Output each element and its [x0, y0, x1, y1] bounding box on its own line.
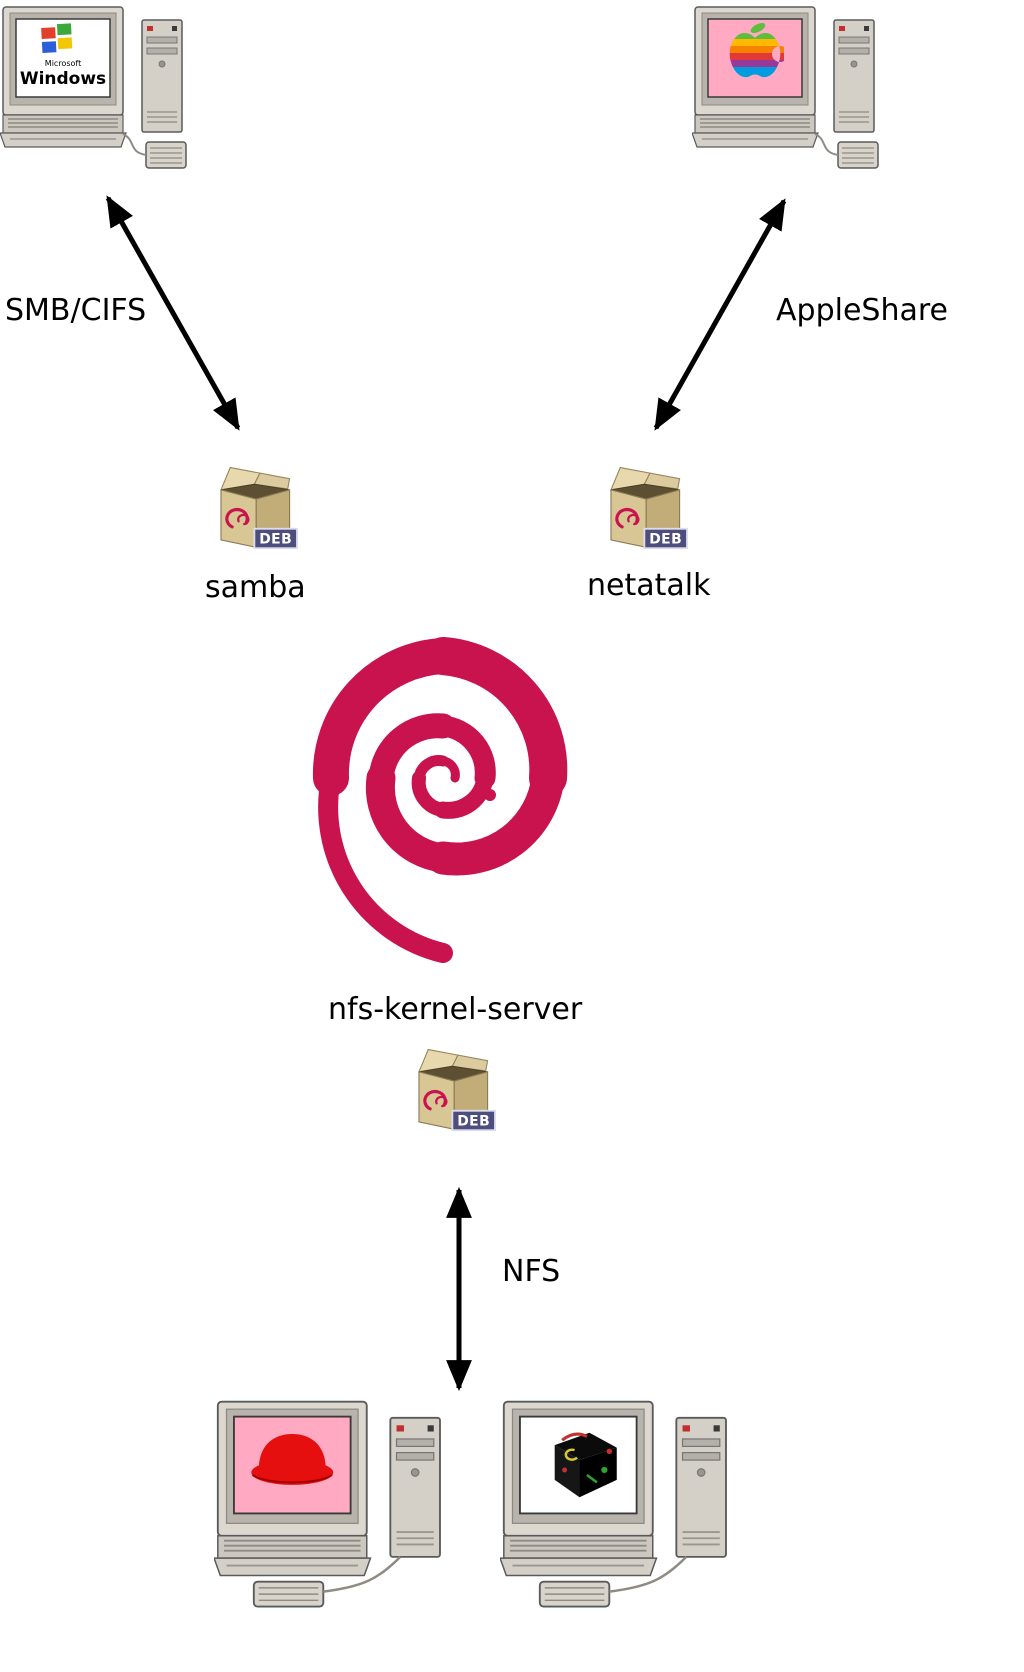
- debian-swirl-icon: [312, 637, 568, 963]
- deb-badge-label: DEB: [649, 532, 682, 548]
- windows-logo-icon: Microsoft Windows: [20, 23, 106, 89]
- mac-client-computer-icon: [692, 4, 882, 174]
- netatalk-deb-package-icon: DEB: [609, 465, 689, 550]
- windows-client-computer-icon: Microsoft Windows: [0, 4, 190, 174]
- nfs-label: NFS: [502, 1254, 561, 1289]
- dark-workstation-logo-icon: [554, 1432, 617, 1498]
- computer-hardware: [500, 1402, 726, 1607]
- smb-cifs-label: SMB/CIFS: [5, 293, 147, 328]
- computer-hardware: [214, 1402, 440, 1607]
- red-hat-logo-icon: [251, 1433, 334, 1485]
- windows-text: Windows: [20, 69, 106, 89]
- unix-client-computer-icon: [500, 1398, 736, 1609]
- appleshare-arrow: [653, 198, 787, 431]
- microsoft-text: Microsoft: [45, 59, 81, 68]
- nfs-kernel-server-deb-package-icon: DEB: [417, 1047, 497, 1132]
- redhat-client-computer-icon: [214, 1398, 450, 1609]
- computer-hardware: [692, 7, 878, 168]
- deb-badge-label: DEB: [259, 532, 292, 548]
- appleshare-label: AppleShare: [776, 293, 948, 328]
- nfs-kernel-server-label: nfs-kernel-server: [328, 992, 583, 1027]
- samba-label: samba: [205, 570, 306, 605]
- netatalk-label: netatalk: [587, 568, 711, 603]
- debian-swirl-dot: [484, 789, 496, 801]
- debian-logo: [312, 637, 568, 963]
- deb-badge-label: DEB: [457, 1114, 490, 1130]
- samba-deb-package-icon: DEB: [219, 465, 299, 550]
